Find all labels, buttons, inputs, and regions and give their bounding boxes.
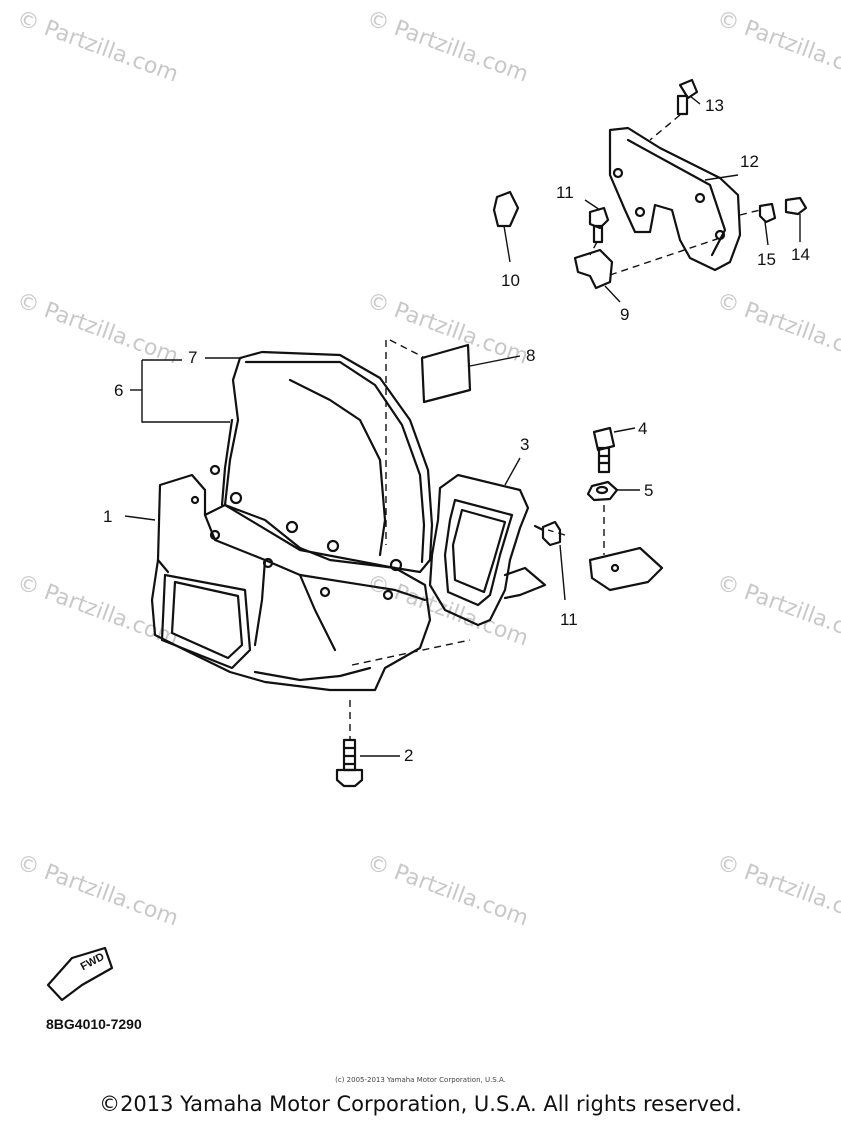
bracket-part-9 xyxy=(573,248,614,290)
dashed-line xyxy=(739,209,761,216)
callout-1: 1 xyxy=(103,507,113,526)
decal xyxy=(420,343,472,404)
callout-11-lower: 11 xyxy=(560,610,578,629)
callout-13: 13 xyxy=(705,96,724,115)
dashed-line xyxy=(351,639,471,666)
windshield xyxy=(209,350,434,574)
cowling-body xyxy=(150,473,432,692)
dashed-line xyxy=(609,237,721,276)
copyright-notice: ©2013 Yamaha Motor Corporation, U.S.A. A… xyxy=(99,1092,742,1116)
grommet-part-11-upper xyxy=(588,206,610,244)
collar-part-15 xyxy=(758,202,777,224)
callout-8: 8 xyxy=(526,346,536,365)
fwd-arrow-icon xyxy=(46,946,114,1002)
screw-part-13 xyxy=(676,78,699,116)
callout-10: 10 xyxy=(501,271,520,290)
callout-12: 12 xyxy=(740,152,759,171)
bolt-part-2 xyxy=(335,738,364,788)
dashed-line xyxy=(389,339,426,359)
callout-14: 14 xyxy=(791,245,810,264)
callout-3: 3 xyxy=(520,435,530,454)
callout-11-upper: 11 xyxy=(556,183,574,202)
grommet-part-11-lower xyxy=(533,520,562,547)
dashed-line xyxy=(547,529,566,536)
callout-15: 15 xyxy=(757,250,776,269)
small-copyright: (c) 2005-2013 Yamaha Motor Corporation, … xyxy=(335,1076,506,1084)
mount-bracket xyxy=(588,546,664,592)
callout-5: 5 xyxy=(644,481,654,500)
dashed-line xyxy=(649,114,681,141)
clip-part-10 xyxy=(492,190,520,228)
callout-2: 2 xyxy=(404,746,414,765)
callout-7: 7 xyxy=(188,348,198,367)
cowling-bracket xyxy=(428,473,547,627)
dashed-line xyxy=(589,241,598,256)
callout-9: 9 xyxy=(620,305,630,324)
diagram-code: 8BG4010-7290 xyxy=(46,1016,142,1032)
callout-6: 6 xyxy=(114,381,124,400)
callout-4: 4 xyxy=(638,419,648,438)
bolt-part-4 xyxy=(592,426,616,474)
damper-part-5 xyxy=(586,480,619,502)
nut-part-14 xyxy=(784,196,808,216)
stay-bracket xyxy=(608,126,742,272)
